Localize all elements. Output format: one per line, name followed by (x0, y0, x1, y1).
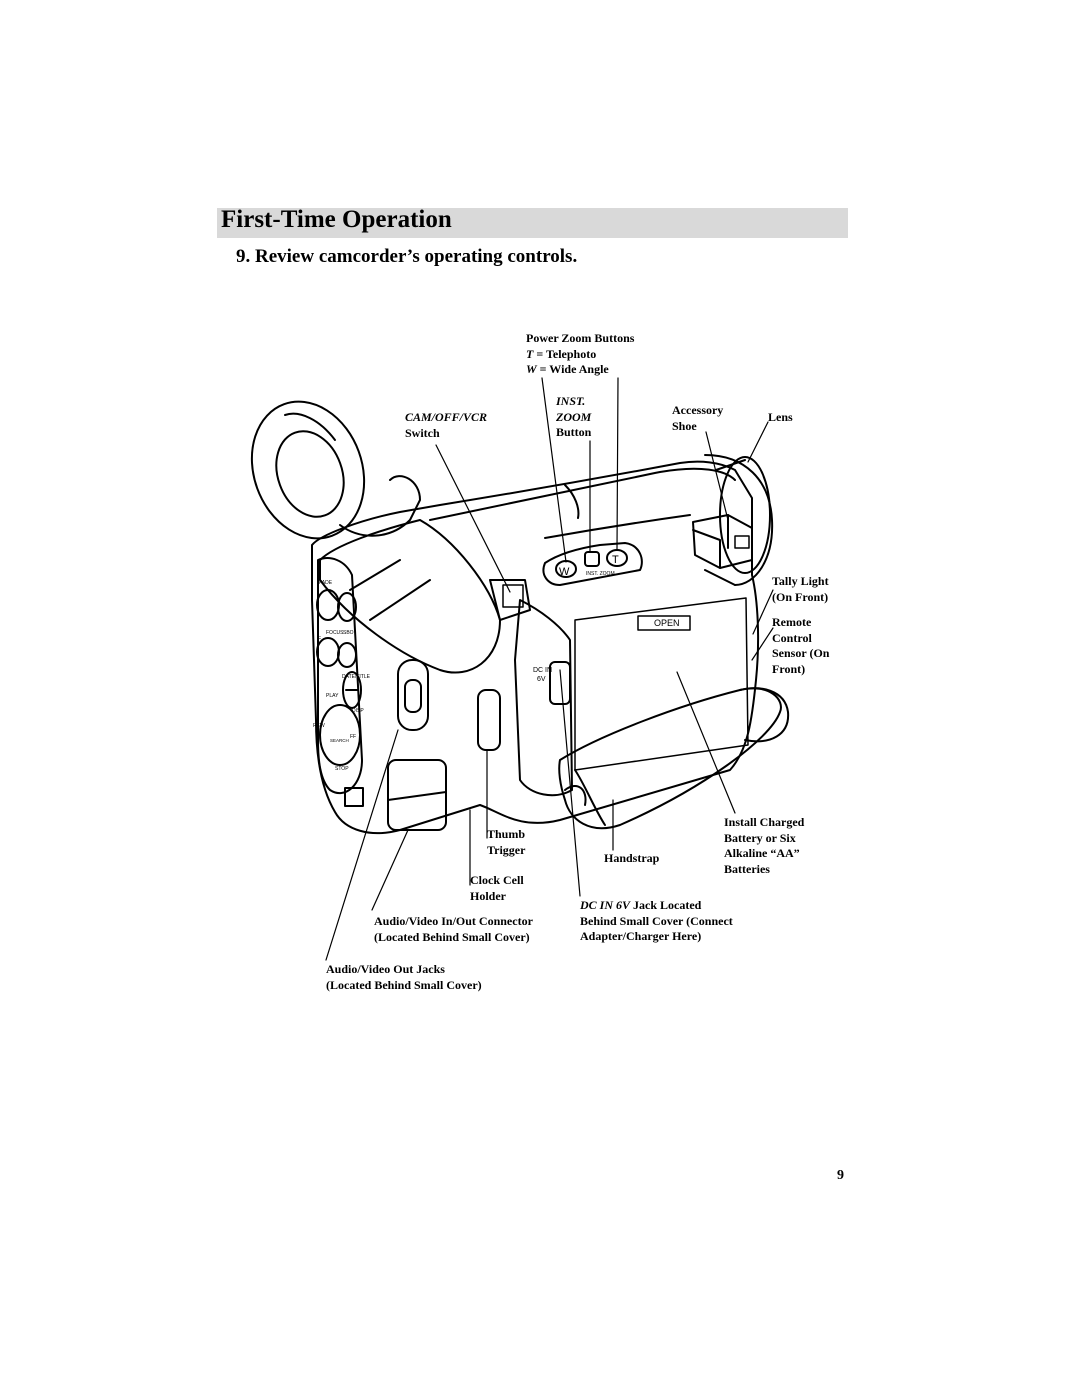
zoom-t-marking: T (612, 554, 619, 566)
leader-power-zoom-t (616, 377, 619, 551)
zoom-w-marking: W (559, 566, 570, 578)
cam-switch-knob (404, 679, 422, 713)
date-button (337, 642, 357, 668)
leader-lens (747, 421, 769, 463)
av-connector-door (387, 759, 447, 831)
lens-ring (719, 456, 771, 574)
label-av-connector: Audio/Video In/Out Connector (Located Be… (374, 914, 533, 944)
focus-button (316, 637, 340, 667)
grip (514, 599, 573, 797)
leader-cam-switch (435, 444, 511, 593)
viewfinder-latch (502, 584, 524, 608)
zoom-plate (542, 542, 643, 586)
play-marking: PLAY (326, 693, 339, 699)
sbo-marking: SBO (343, 630, 354, 636)
camcorder-body (311, 460, 760, 835)
leader-lines (325, 377, 774, 961)
label-lens: Lens (768, 410, 793, 424)
eyecup (250, 400, 366, 540)
label-remote-sensor: Remote Control Sensor (On Front) (772, 615, 830, 676)
date-title-marking: DATE/TITLE (342, 674, 371, 680)
eyecup-neck (339, 475, 421, 537)
label-accessory-shoe: Accessory Shoe (672, 403, 724, 433)
open-marking: OPEN (654, 618, 680, 628)
f-marking: F (318, 636, 321, 642)
leader-power-zoom (541, 377, 567, 563)
inst-zoom-button (584, 551, 600, 567)
leader-remote-sensor (751, 627, 774, 661)
rew-marking: REW (313, 723, 325, 729)
tally-light (734, 535, 750, 549)
label-install-battery: Install Charged Battery or Six Alkaline … (724, 815, 805, 876)
label-handstrap: Handstrap (604, 851, 660, 865)
dc-in-marking: DC IN (533, 667, 552, 674)
viewfinder-barrel (319, 519, 501, 674)
label-power-zoom: Power Zoom Buttons T = Telephoto W = Wid… (526, 331, 635, 376)
label-clock-cell: Clock Cell Holder (470, 873, 524, 903)
eyecup-inner (275, 430, 345, 518)
leader-tally-light (752, 589, 774, 635)
av-jack-cover (344, 787, 364, 807)
top-hump (564, 484, 580, 519)
lens-hood (704, 459, 746, 586)
dc-jack-cover (549, 661, 571, 705)
transport-dial (319, 704, 361, 766)
body-top-edge (429, 467, 736, 521)
leader-dc-in (559, 669, 581, 897)
fade-button (316, 589, 340, 621)
sbo-button (337, 592, 357, 622)
stop-marking: STOP (335, 766, 349, 772)
step-heading: 9. Review camcorder’s operating controls… (236, 246, 578, 267)
battery-door (574, 597, 749, 771)
body-top-ridge (544, 514, 691, 539)
fade-marking: FADE (319, 580, 333, 586)
cam-switch-track (397, 659, 429, 731)
thumb-trigger (477, 689, 501, 751)
date-title-button (342, 671, 362, 709)
label-thumb-trigger: Thumb Trigger (487, 827, 526, 857)
search-marking: SEARCH (330, 738, 349, 743)
label-cam-switch: CAM/OFF/VCR Switch (405, 410, 488, 440)
inst-zoom-marking: INST. ZOOM (586, 571, 615, 577)
leader-av-jacks (325, 729, 399, 961)
disp-marking: DISP (352, 708, 364, 714)
label-tally-light: Tally Light (On Front) (772, 574, 829, 604)
label-inst-zoom: INST. ZOOM Button (556, 394, 592, 439)
viewfinder-mount (489, 579, 531, 621)
leader-accessory-shoe (705, 431, 729, 521)
dc-6v-marking: 6V (537, 676, 546, 683)
leader-install-battery (676, 671, 736, 814)
section-title-bar: First-Time Operation (217, 206, 848, 238)
label-dc-in: DC IN 6V Jack Located Behind Small Cover… (580, 898, 733, 943)
label-av-jacks: Audio/Video Out Jacks (Located Behind Sm… (326, 962, 482, 992)
page-number: 9 (837, 1168, 844, 1183)
open-tab (637, 615, 691, 631)
ff-marking: FF (350, 734, 356, 740)
section-title: First-Time Operation (221, 206, 452, 233)
focus-marking: FOCUS (326, 630, 344, 636)
leader-av-connector (371, 829, 409, 911)
